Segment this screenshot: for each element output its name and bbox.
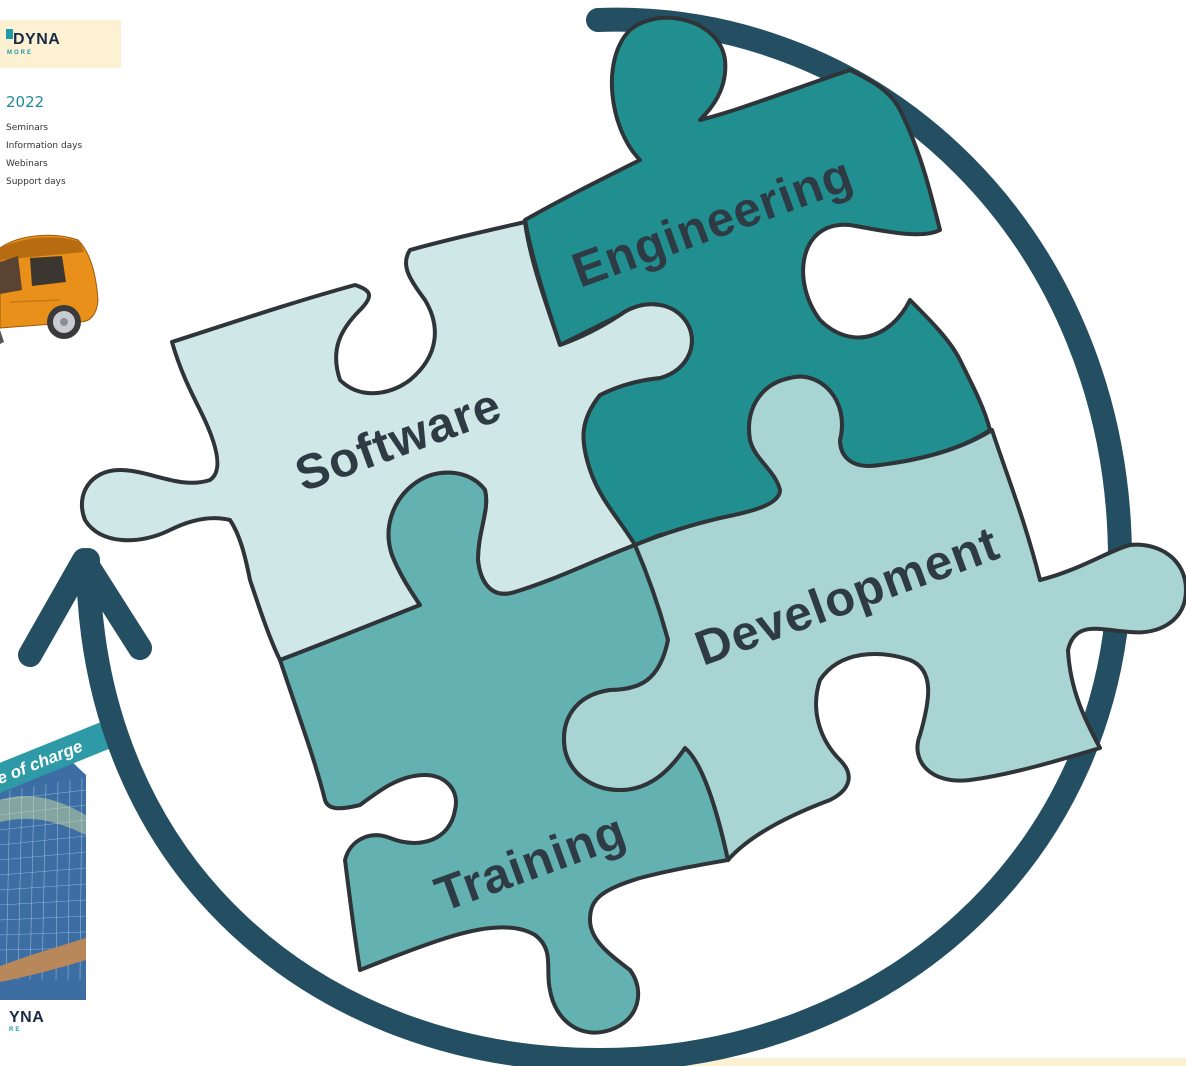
dynamore-logo[interactable]: DYNA MORE (0, 20, 121, 68)
puzzle-piece-development[interactable] (562, 374, 1186, 862)
cycle-arrow (18, 7, 1133, 1066)
car-image[interactable] (0, 234, 99, 344)
brochure-banner[interactable]: e of charge (0, 722, 111, 1000)
logo-text: DYNA (13, 31, 61, 48)
nav-item-seminars[interactable]: Seminars (6, 123, 49, 133)
nav-item-support-days[interactable]: Support days (6, 177, 66, 187)
banner-logo-subtext: RE (9, 1027, 22, 1033)
event-nav: Seminars Information days Webinars Suppo… (6, 123, 82, 195)
year-heading: 2022 (6, 93, 45, 111)
puzzle-piece-training[interactable] (278, 470, 730, 1035)
nav-item-information-days[interactable]: Information days (6, 141, 83, 151)
logo-subtext: MORE (7, 50, 33, 56)
banner-logo-text: YNA (9, 1009, 45, 1026)
footer-strip (650, 1058, 1186, 1066)
logo-mark-icon (6, 29, 13, 39)
nav-item-webinars[interactable]: Webinars (6, 159, 48, 169)
